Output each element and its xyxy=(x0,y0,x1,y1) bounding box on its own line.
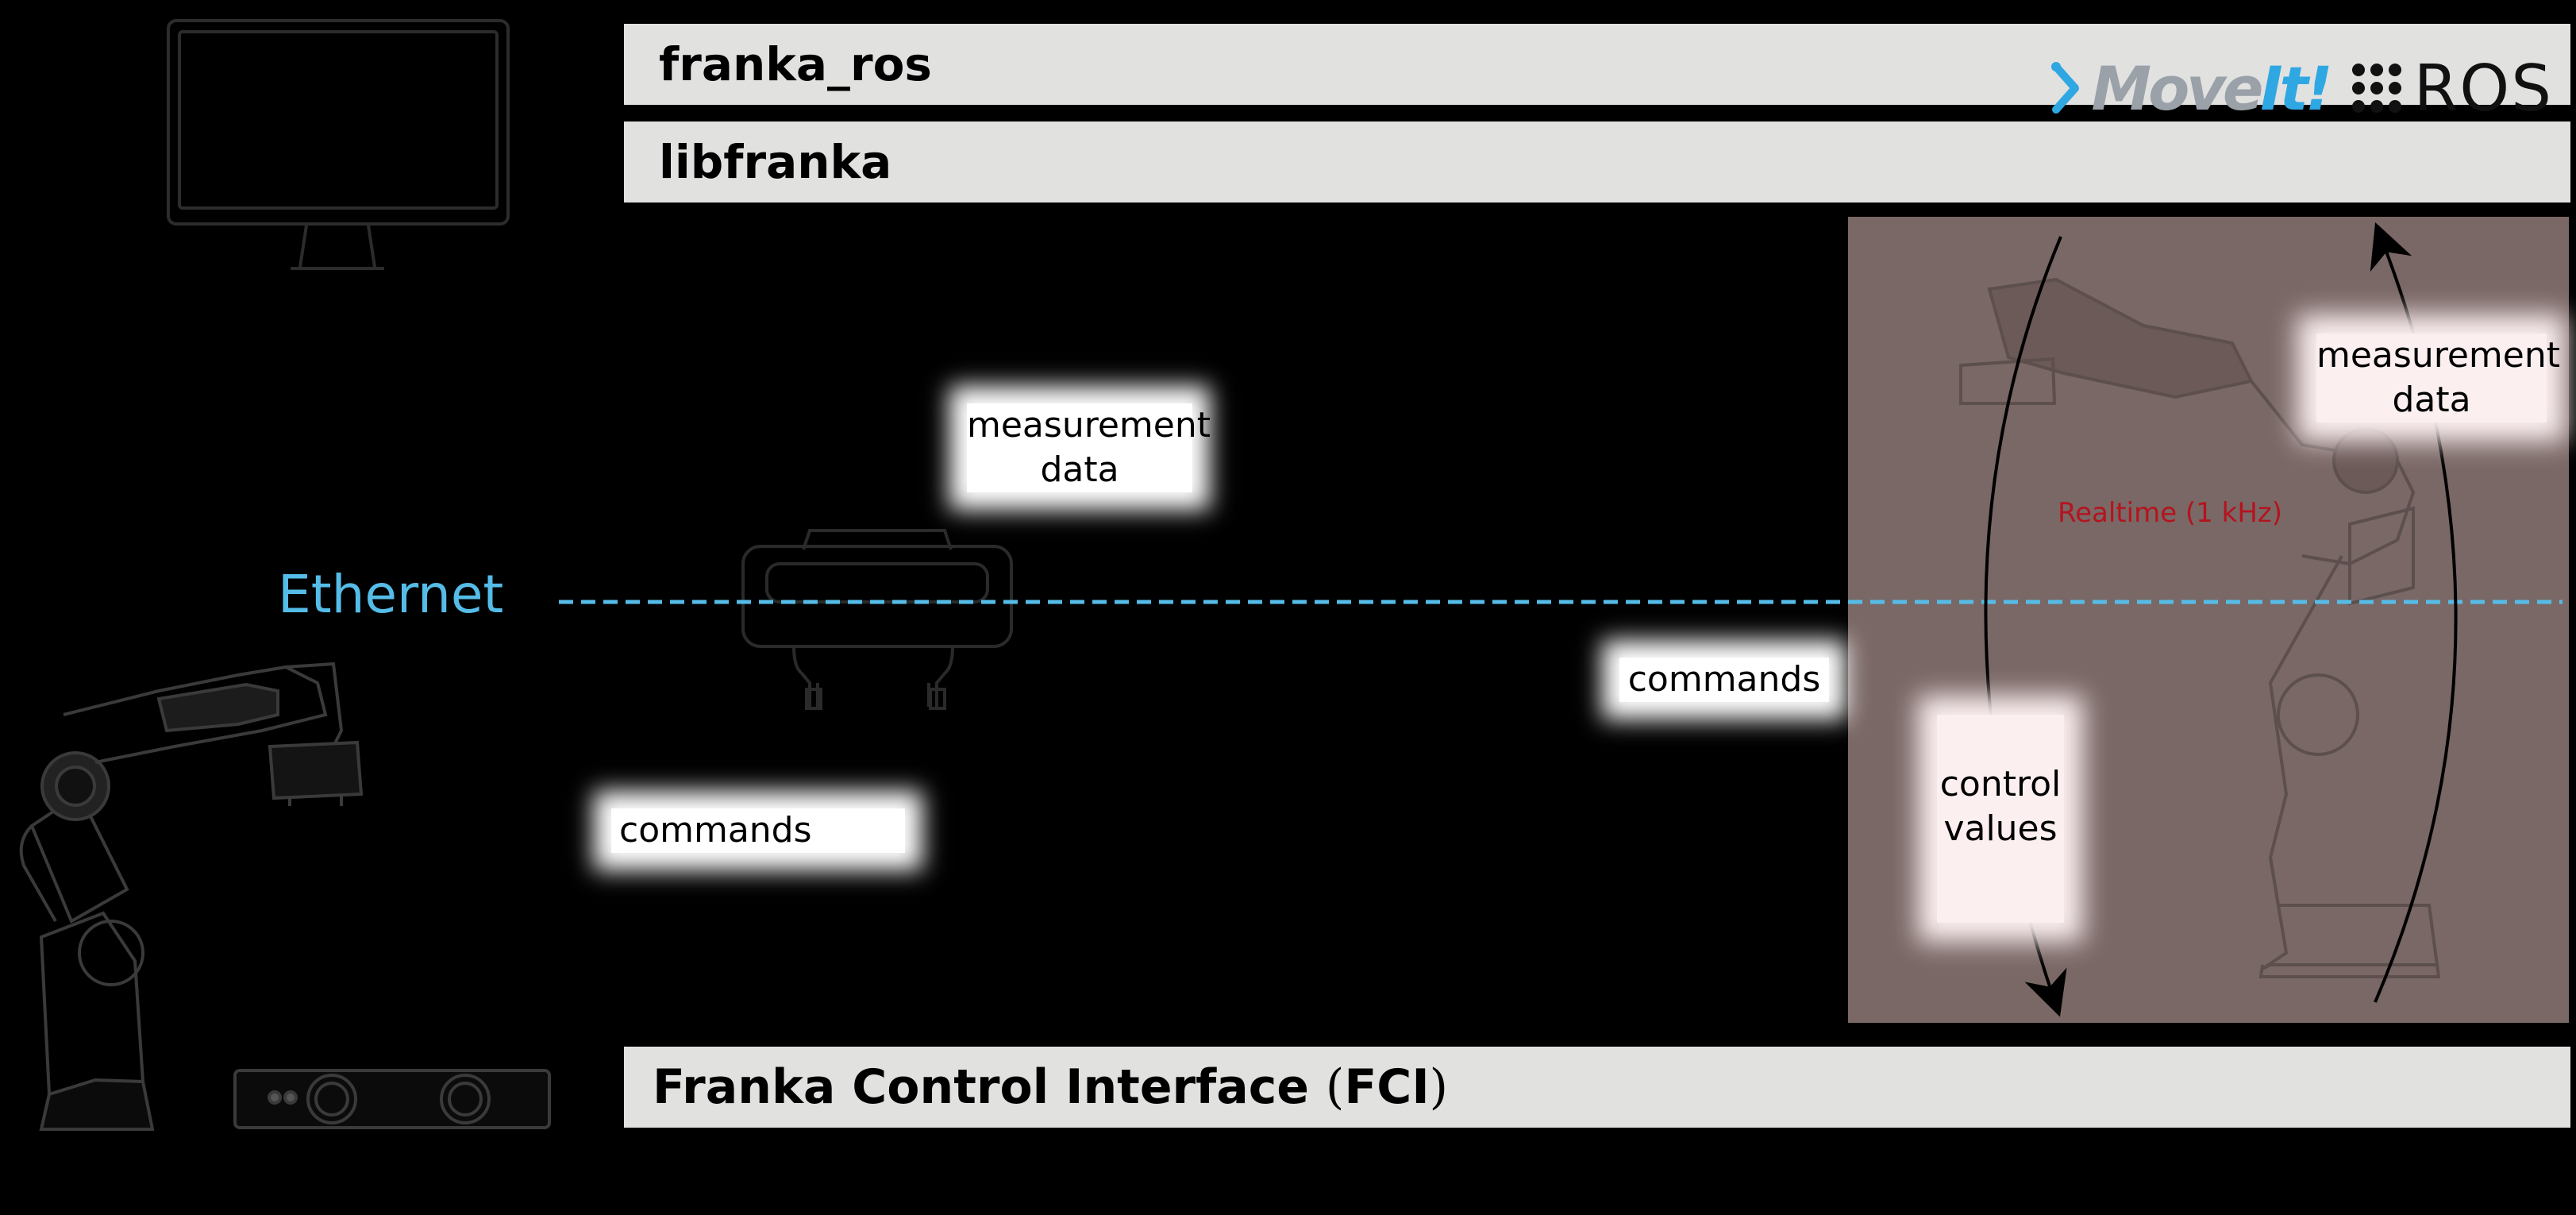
monitor-icon xyxy=(167,19,510,270)
ethernet-label: Ethernet xyxy=(278,564,504,625)
ros-logo-icon: ROS xyxy=(2351,52,2553,125)
control-line: control xyxy=(1939,764,2062,804)
measurement-line: measurement xyxy=(967,405,1211,446)
measurement-line: measurement xyxy=(2316,335,2560,376)
libfranka-label: libfranka xyxy=(659,135,892,189)
measurement-data-bubble-left: measurement data xyxy=(967,403,1211,492)
realtime-label: Realtime (1 kHz) xyxy=(2058,497,2282,529)
layer-libfranka: libfranka xyxy=(624,122,2570,202)
commands-bubble-right: commands xyxy=(1619,658,1829,702)
controller-box-icon xyxy=(233,1069,551,1129)
moveit-it-text: It! xyxy=(2260,52,2332,124)
moveit-logo-icon: MoveIt! xyxy=(2051,52,2333,124)
fci-close-paren: ) xyxy=(1429,1059,1449,1115)
layer-fci: Franka Control Interface (FCI) xyxy=(624,1047,2570,1128)
realtime-robot-outline xyxy=(1959,277,2441,978)
commands-bubble-left: commands xyxy=(611,808,905,853)
moveit-move-text: Move xyxy=(2091,52,2263,124)
measurement-data-bubble-right: measurement data xyxy=(2316,334,2560,422)
fci-main-text: Franka Control Interface xyxy=(653,1059,1309,1115)
gripper-icon xyxy=(741,529,1013,710)
commands-text-left: commands xyxy=(619,810,812,850)
layer-franka-ros: franka_ros MoveIt! ROS xyxy=(624,24,2570,125)
data-line: data xyxy=(2392,380,2471,420)
franka-ros-label: franka_ros xyxy=(659,37,932,91)
values-line: values xyxy=(1943,808,2058,849)
fci-label: Franka Control Interface (FCI) xyxy=(653,1059,1448,1115)
fci-open-paren: ( xyxy=(1325,1059,1345,1115)
ros-text: ROS xyxy=(2413,51,2553,125)
fci-abbrev-text: FCI xyxy=(1344,1059,1430,1115)
control-values-bubble: control values xyxy=(1937,715,2064,923)
robot-arm-icon xyxy=(19,662,364,1131)
commands-text-right: commands xyxy=(1627,659,1821,700)
data-line: data xyxy=(1040,449,1119,490)
logos-group: MoveIt! ROS xyxy=(2051,52,2553,125)
